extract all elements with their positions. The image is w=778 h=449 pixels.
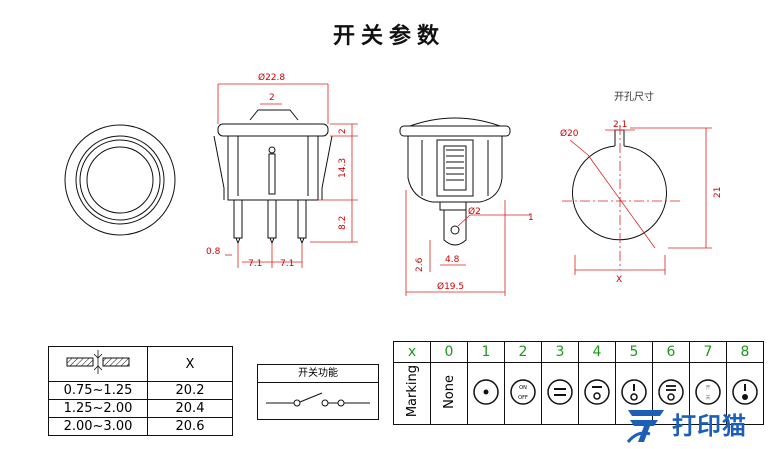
cat-logo-icon (626, 410, 664, 443)
dim-tab-offset: 1 (528, 213, 534, 223)
marking-cell-1 (467, 362, 505, 425)
table-row: 2.00~3.00 20.6 (48, 417, 233, 436)
dim-hole-dia: Ø2 (468, 206, 481, 217)
wire-section-symbol (48, 346, 148, 382)
x-value-cell: 20.4 (147, 399, 233, 418)
dim-cut-x: X (616, 275, 622, 285)
logo: 打印猫 (624, 404, 764, 444)
column-header: 2 (504, 341, 542, 363)
column-header: 3 (541, 341, 579, 363)
off-text: OFF (518, 395, 528, 401)
x-header: X (147, 346, 233, 382)
marking-row-label: Marking (393, 362, 431, 425)
switch-symbol-icon (266, 392, 370, 407)
cutout-label: 开孔尺寸 (614, 90, 654, 103)
dim-pin-pitch-2: 7.1 (280, 259, 294, 269)
column-header: 7 (689, 341, 727, 363)
double-bar-marking-icon (547, 378, 573, 405)
marking-cell-8 (726, 362, 764, 425)
table-row: 1.25~2.00 20.4 (48, 399, 233, 418)
line-dot-marking-icon (732, 378, 758, 405)
close-char: 关 (705, 394, 710, 401)
marking-table: x 0 1 2 3 4 5 6 7 8 Marking None ON OFF (393, 341, 764, 425)
dot-marking-icon (473, 378, 499, 405)
side-view (213, 83, 358, 268)
column-header: 0 (430, 341, 468, 363)
none-label: None (441, 374, 457, 409)
column-header: 8 (726, 341, 764, 363)
dim-body-width: Ø22.8 (258, 72, 285, 83)
dim-pin-pitch-1: 7.1 (248, 259, 262, 269)
hatched-panel-icon (66, 350, 130, 374)
column-header: 6 (652, 341, 690, 363)
dim-cut-dia: Ø20 (560, 128, 579, 139)
on-off-marking-icon: ON OFF (510, 378, 536, 405)
bars-circle-marking-icon (658, 378, 684, 405)
switch-function-title: 开关功能 (258, 365, 378, 383)
x-value-cell: 20.2 (147, 381, 233, 400)
dim-pin-width: 0.8 (206, 247, 221, 257)
line-circle-marking-icon (621, 378, 647, 405)
range-cell: 2.00~3.00 (48, 417, 148, 436)
rear-view (399, 117, 530, 296)
marking-cell-4 (578, 362, 616, 425)
dim-base-dia: Ø19.5 (437, 281, 464, 292)
dim-cut-height: 21 (713, 187, 723, 198)
column-header: 5 (615, 341, 653, 363)
open-close-marking-icon: 开关 (695, 378, 721, 405)
dim-tab-length: 2.6 (415, 257, 425, 272)
switch-function-box: 开关功能 (257, 364, 379, 420)
on-text: ON (519, 385, 527, 391)
bar-circle-marking-icon (584, 378, 610, 405)
dim-pin-length: 8.2 (338, 216, 348, 230)
dim-actuator-width: 2 (269, 93, 275, 103)
range-cell: 0.75~1.25 (48, 381, 148, 400)
column-header: 1 (467, 341, 505, 363)
table-row: 0.75~1.25 20.2 (48, 381, 233, 400)
dim-tab-width: 4.8 (445, 255, 460, 265)
x-value-cell: 20.6 (147, 417, 233, 436)
front-view (64, 124, 176, 236)
dim-cut-key: 2.1 (613, 120, 627, 130)
column-header: 4 (578, 341, 616, 363)
page-title: 开关参数 (332, 24, 445, 49)
x-dimension-table: X 0.75~1.25 20.2 1.25~2.00 20.4 2.00~3.0… (48, 346, 233, 436)
cutout-view (562, 125, 712, 275)
x-column-label: x (393, 341, 431, 363)
marking-cell-2: ON OFF (504, 362, 542, 425)
dim-flange: 2 (338, 128, 348, 134)
range-cell: 1.25~2.00 (48, 399, 148, 418)
marking-cell-3 (541, 362, 579, 425)
marking-label: Marking (404, 365, 420, 418)
marking-cell-0: None (430, 362, 468, 425)
dim-body-height: 14.3 (338, 158, 348, 178)
logo-text: 打印猫 (672, 412, 747, 440)
open-char: 开 (705, 385, 710, 391)
